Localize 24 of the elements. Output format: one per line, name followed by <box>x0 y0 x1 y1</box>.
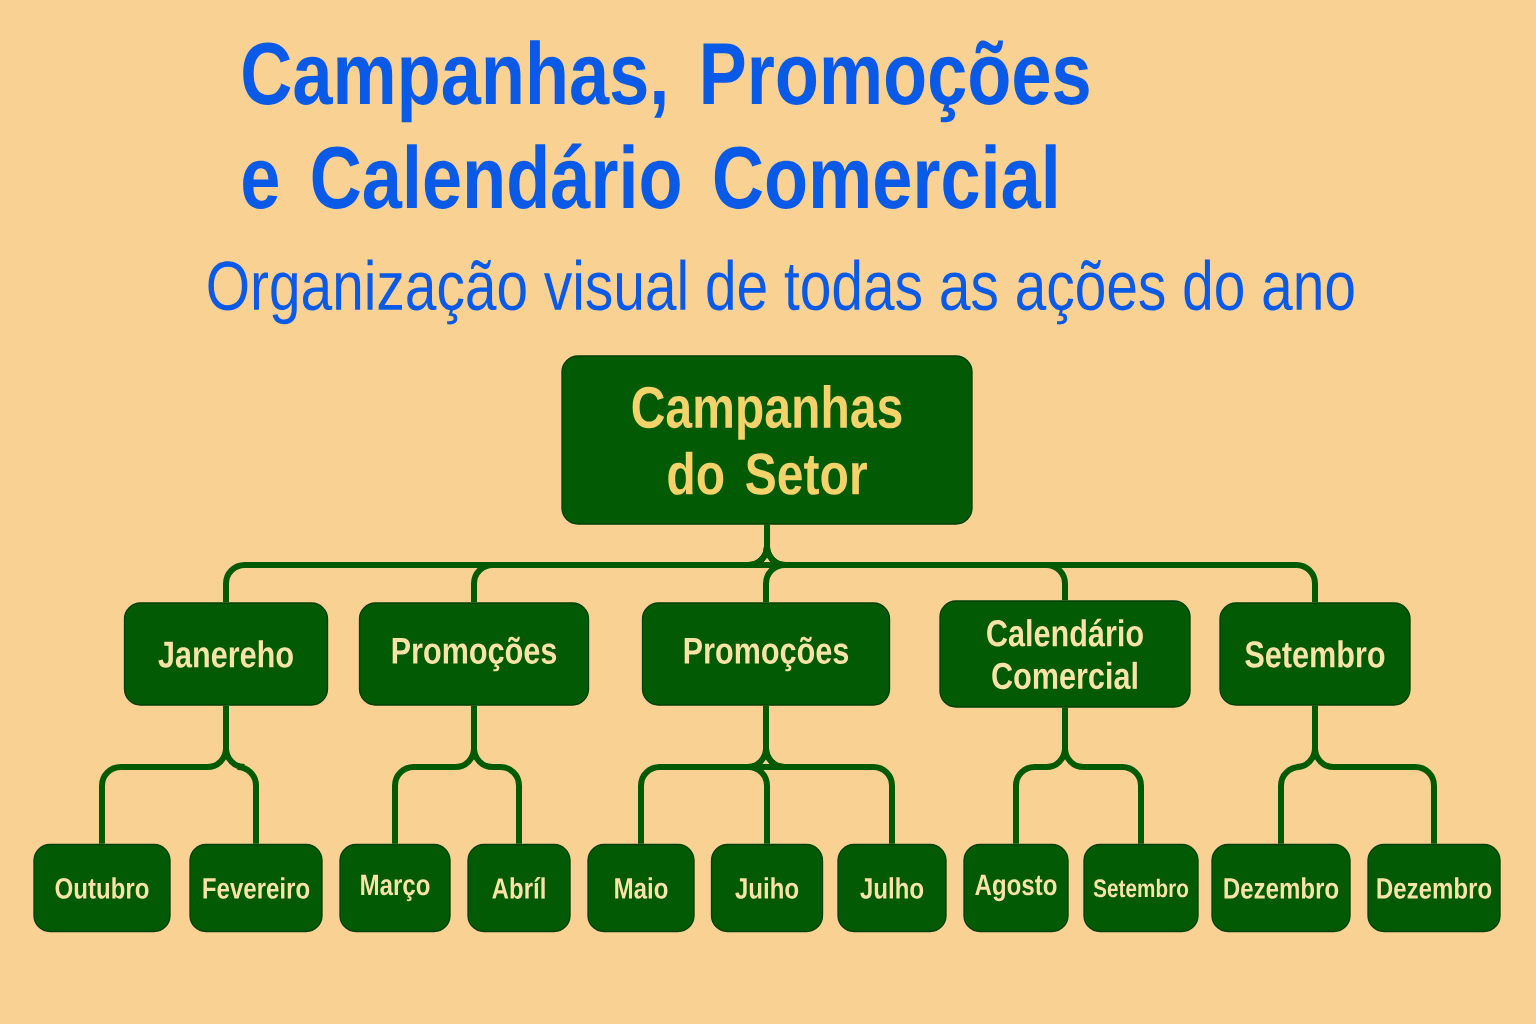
title: Campanhas, Promoções e Calendário Comercial <box>243 40 1089 209</box>
connector-line <box>763 705 895 844</box>
month-box: Março <box>339 843 451 933</box>
month-box: Maio <box>587 843 695 933</box>
category-box: Promoções <box>358 602 590 706</box>
category-box: Setembro <box>1219 602 1411 706</box>
month-box: Dezembro <box>1211 843 1351 933</box>
connector-line <box>1312 705 1437 844</box>
month-box: Fevereiro <box>189 843 323 933</box>
month-box: Juiho <box>710 843 824 933</box>
month-box: Dezembro <box>1367 843 1501 933</box>
connector-line <box>223 705 259 844</box>
category-box: Promoções <box>641 602 891 706</box>
month-box: Agosto <box>963 843 1069 933</box>
category-box: Janereho <box>123 602 329 706</box>
month-box: Julho <box>837 843 947 933</box>
month-box: Outubro <box>33 843 171 933</box>
category-box: Calendário Comercial <box>939 600 1191 708</box>
month-box: Setembro <box>1083 843 1199 933</box>
month-box: Abríl <box>467 843 571 933</box>
connector-line <box>764 524 1318 603</box>
connector-line <box>1062 707 1144 844</box>
root-box: Campanhas do Setor <box>561 355 973 525</box>
connector-line <box>471 705 522 844</box>
